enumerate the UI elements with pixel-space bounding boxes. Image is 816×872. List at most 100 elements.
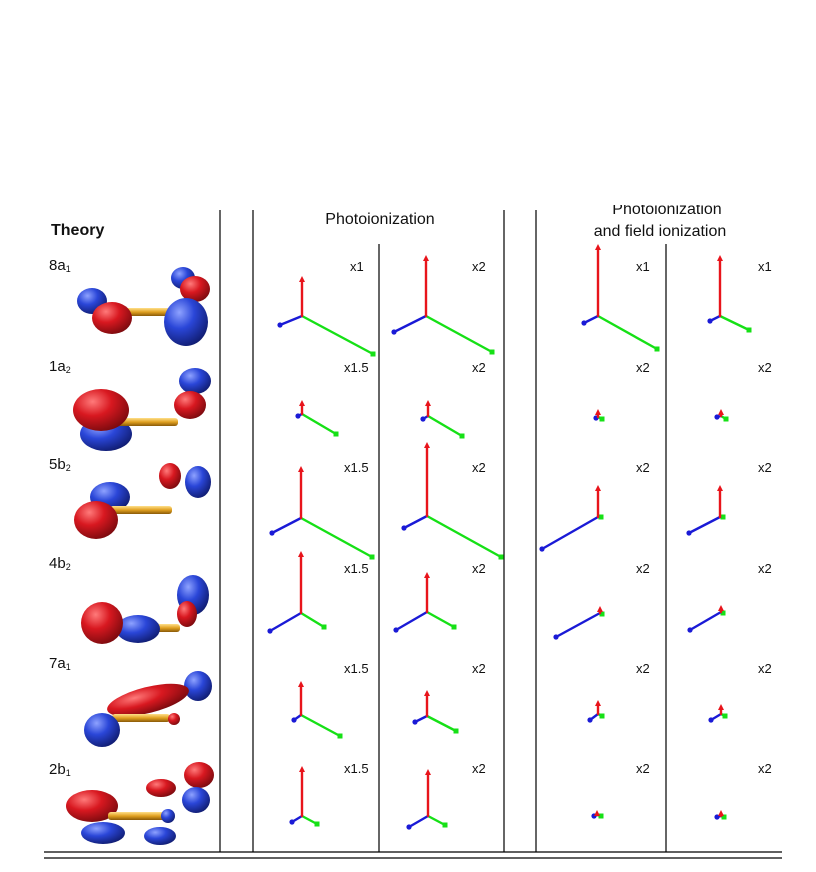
lobe-red [73, 389, 129, 431]
axis-glyph [420, 400, 465, 439]
x-axis-tip [539, 546, 545, 552]
row-label-main: 8a [49, 257, 66, 274]
scale-label: x2 [636, 661, 650, 676]
x-axis-tip [391, 329, 397, 335]
x-axis-line [402, 514, 429, 530]
axis-glyph [539, 485, 604, 552]
orbital-2b1 [66, 762, 214, 845]
scale-label: x2 [636, 460, 650, 475]
y-axis-line [300, 412, 338, 436]
axis-glyph [593, 409, 605, 422]
x-axis-tip [393, 627, 399, 633]
axis-glyph [401, 442, 504, 560]
lobe-red [177, 601, 197, 627]
bond [112, 714, 170, 722]
y-axis-tip [370, 351, 376, 357]
y-axis-line [425, 514, 503, 559]
y-axis-tip [453, 728, 459, 734]
z-axis-tip [595, 409, 601, 415]
scale-label: x2 [472, 259, 486, 274]
z-axis-tip [717, 255, 723, 261]
scale-label: x2 [758, 661, 772, 676]
scale-label: x2 [636, 761, 650, 776]
x-axis-tip [401, 525, 407, 531]
y-axis-line [718, 314, 751, 332]
scale-label: x1.5 [344, 761, 369, 776]
x-axis-line [278, 314, 304, 327]
y-axis-tip [599, 416, 605, 422]
y-axis-line [425, 610, 456, 629]
y-axis-tip [599, 713, 605, 719]
y-axis-line [299, 516, 374, 559]
row-label-main: 5b [49, 456, 66, 473]
x-axis-tip [714, 414, 720, 420]
row-label-7a1: 7a1 [49, 655, 71, 672]
x-axis-line [394, 610, 429, 632]
x-axis-tip [686, 530, 692, 536]
scale-label: x2 [472, 360, 486, 375]
z-axis-tip [299, 766, 305, 772]
theory-header: Theory [51, 222, 104, 239]
x-axis-line [270, 516, 303, 535]
scale-label: x2 [472, 460, 486, 475]
row-label-sub: 2 [66, 463, 71, 473]
z-axis-tip [718, 704, 724, 710]
z-axis-tip [594, 810, 600, 816]
y-axis-tip [598, 813, 604, 819]
lobe-red [180, 276, 210, 302]
row-label-sub: 2 [66, 562, 71, 572]
scale-label: x1.5 [344, 561, 369, 576]
row-label-main: 4b [49, 555, 66, 572]
lobe-red [174, 391, 206, 419]
z-axis-tip [718, 409, 724, 415]
axis-glyph [291, 681, 343, 739]
lobe-blue [164, 298, 208, 346]
x-axis-tip [267, 628, 273, 634]
bond [110, 506, 172, 514]
z-axis-tip [298, 551, 304, 557]
axis-glyph [295, 400, 339, 437]
lobe-red [107, 683, 189, 717]
orbital-8a1 [77, 267, 210, 346]
x-axis-tip [269, 530, 275, 536]
y-axis-line [425, 714, 458, 733]
x-axis-line [687, 515, 722, 535]
y-axis-tip [442, 822, 448, 828]
lobe-blue [116, 615, 160, 643]
row-label-5b2: 5b2 [49, 456, 71, 473]
axis-glyph [277, 276, 376, 357]
lobe-blue [182, 787, 210, 813]
y-axis-line [596, 314, 659, 351]
y-axis-tip [721, 814, 727, 820]
y-axis-tip [498, 554, 504, 560]
lobe-blue [184, 671, 212, 701]
axis-glyph [406, 769, 448, 830]
scale-label: x2 [472, 561, 486, 576]
lobe-blue [179, 368, 211, 394]
lobe-red [74, 501, 118, 539]
x-axis-line [688, 610, 723, 632]
x-axis-tip [707, 318, 713, 324]
row-label-main: 2b [49, 761, 66, 778]
y-axis-tip [598, 514, 604, 520]
lobe-red [146, 779, 176, 797]
x-axis-line [392, 314, 428, 334]
x-axis-line [268, 611, 303, 633]
axis-glyph [686, 485, 726, 536]
atom-red [168, 713, 180, 725]
scale-label: x2 [636, 561, 650, 576]
scale-label: x2 [758, 360, 772, 375]
lobe-blue [144, 827, 176, 845]
scale-label: x1.5 [344, 460, 369, 475]
x-axis-tip [420, 416, 426, 422]
z-axis-tip [298, 681, 304, 687]
z-axis-tip [299, 276, 305, 282]
z-axis-tip [595, 700, 601, 706]
orbital-1a2 [73, 368, 211, 451]
axis-glyph [714, 409, 729, 422]
scale-label: x1 [758, 259, 772, 274]
axis-glyph [391, 255, 495, 355]
z-axis-tip [717, 485, 723, 491]
x-axis-tip [295, 413, 301, 419]
